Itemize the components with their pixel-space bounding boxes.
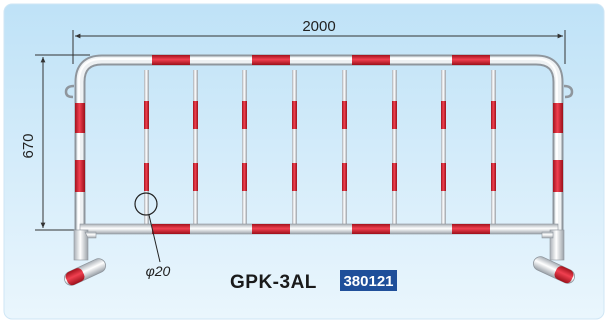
pipe-diameter-label: φ20	[146, 263, 171, 279]
picket	[342, 70, 347, 228]
right-foot	[533, 229, 575, 284]
top-rail-stripes	[152, 55, 490, 65]
width-dimension	[72, 30, 566, 64]
barrier-pickets	[144, 70, 496, 228]
picket	[144, 70, 149, 228]
side-post-stripes	[75, 103, 563, 192]
product-code: 380121	[343, 273, 393, 290]
bottom-rail-stripes	[152, 224, 490, 234]
product-code-badge	[340, 270, 397, 291]
height-label: 670	[20, 133, 37, 158]
picket	[491, 70, 496, 228]
picket	[441, 70, 446, 228]
width-label: 2000	[302, 18, 335, 35]
bottom-rail	[79, 223, 559, 235]
picket	[193, 70, 198, 228]
barrier-frame-shine	[78, 58, 558, 230]
picket	[242, 70, 247, 228]
background-panel	[3, 3, 605, 320]
side-hooks	[64, 84, 574, 99]
pipe-diameter-callout-circle	[134, 192, 158, 216]
picket	[292, 70, 297, 228]
left-foot	[64, 229, 106, 286]
picket	[392, 70, 397, 228]
model-name: GPK-3AL	[230, 272, 317, 293]
pipe-diameter-leader	[148, 214, 161, 263]
